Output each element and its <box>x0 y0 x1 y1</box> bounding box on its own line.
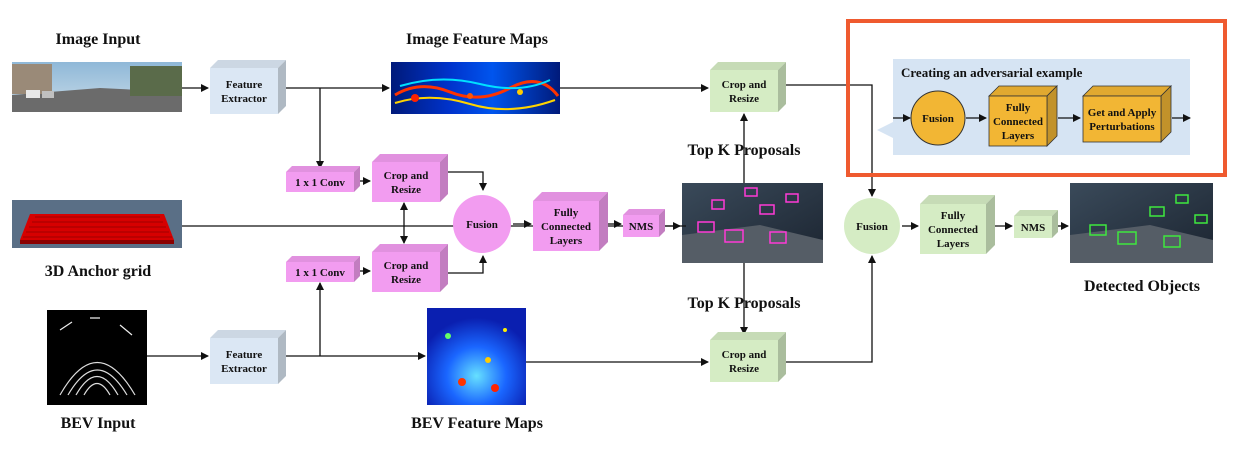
fusion-orange-circle: Fusion <box>910 90 966 146</box>
crop-resize-pink-bottom-text-2: Resize <box>391 274 421 286</box>
nms-green-text-1: NMS <box>1021 222 1045 234</box>
anchor-grid-label: 3D Anchor grid <box>45 263 151 280</box>
conv-top-block: 1 x 1 Conv <box>286 166 360 192</box>
bev-feature-maps-label: BEV Feature Maps <box>411 415 543 432</box>
fc-green-text-1: Fully <box>941 210 966 222</box>
perturb-orange-text-1: Get and Apply <box>1088 107 1157 119</box>
fusion-pink-text-1: Fusion <box>466 219 498 231</box>
fc-green-text-2: Connected <box>928 224 978 236</box>
nms-green-block: NMS <box>1014 210 1058 238</box>
proposals-scene-image <box>682 183 823 263</box>
fc-pink-text-3: Layers <box>550 235 583 247</box>
detected-objects-image <box>1070 183 1213 263</box>
conv-bottom-text-1: 1 x 1 Conv <box>295 267 345 279</box>
adversarial-title: Creating an adversarial example <box>901 65 1083 80</box>
fc-pink-text-2: Connected <box>541 221 591 233</box>
feature-extractor-bottom-text-1: Feature <box>226 349 263 361</box>
feature-extractor-top-text-1: Feature <box>226 79 263 91</box>
crop-resize-pink-bottom-text-1: Crop and <box>384 260 429 272</box>
bev-input-label: BEV Input <box>61 415 137 432</box>
perturb-orange-text-2: Perturbations <box>1089 121 1155 133</box>
feature-extractor-bottom-text-2: Extractor <box>221 363 267 375</box>
crop-resize-green-bottom-text-2: Resize <box>729 363 759 375</box>
bev-input-image <box>47 310 147 405</box>
detected-objects-label: Detected Objects <box>1084 278 1200 295</box>
image-input-photo <box>12 62 182 112</box>
crop-resize-pink-top-text-1: Crop and <box>384 170 429 182</box>
crop-resize-green-top-text-1: Crop and <box>722 79 767 91</box>
feature-extractor-top-text-2: Extractor <box>221 93 267 105</box>
crop-resize-green-top-text-2: Resize <box>729 93 759 105</box>
anchor-grid-image <box>12 200 182 248</box>
fc-orange-text-3: Layers <box>1002 130 1035 142</box>
image-input-label: Image Input <box>56 31 142 48</box>
fc-pink-text-1: Fully <box>554 207 579 219</box>
bev-feature-map <box>427 308 526 405</box>
highlight-box <box>846 19 1227 177</box>
fc-green-text-3: Layers <box>937 238 970 250</box>
fusion-pink-circle: Fusion <box>453 195 511 253</box>
fc-orange-text-1: Fully <box>1006 102 1031 114</box>
nms-pink-text-1: NMS <box>629 221 653 233</box>
nms-pink-block: NMS <box>623 209 665 237</box>
conv-bottom-block: 1 x 1 Conv <box>286 256 360 282</box>
conv-top-text-1: 1 x 1 Conv <box>295 177 345 189</box>
fc-orange-text-2: Connected <box>993 116 1043 128</box>
crop-resize-green-bottom-text-1: Crop and <box>722 349 767 361</box>
fusion-orange-text-1: Fusion <box>922 113 954 125</box>
fusion-green-text-1: Fusion <box>856 221 888 233</box>
crop-resize-pink-top-text-2: Resize <box>391 184 421 196</box>
image-feature-map <box>391 62 560 114</box>
fusion-green-circle: Fusion <box>844 198 900 254</box>
image-feature-maps-label: Image Feature Maps <box>406 31 548 48</box>
